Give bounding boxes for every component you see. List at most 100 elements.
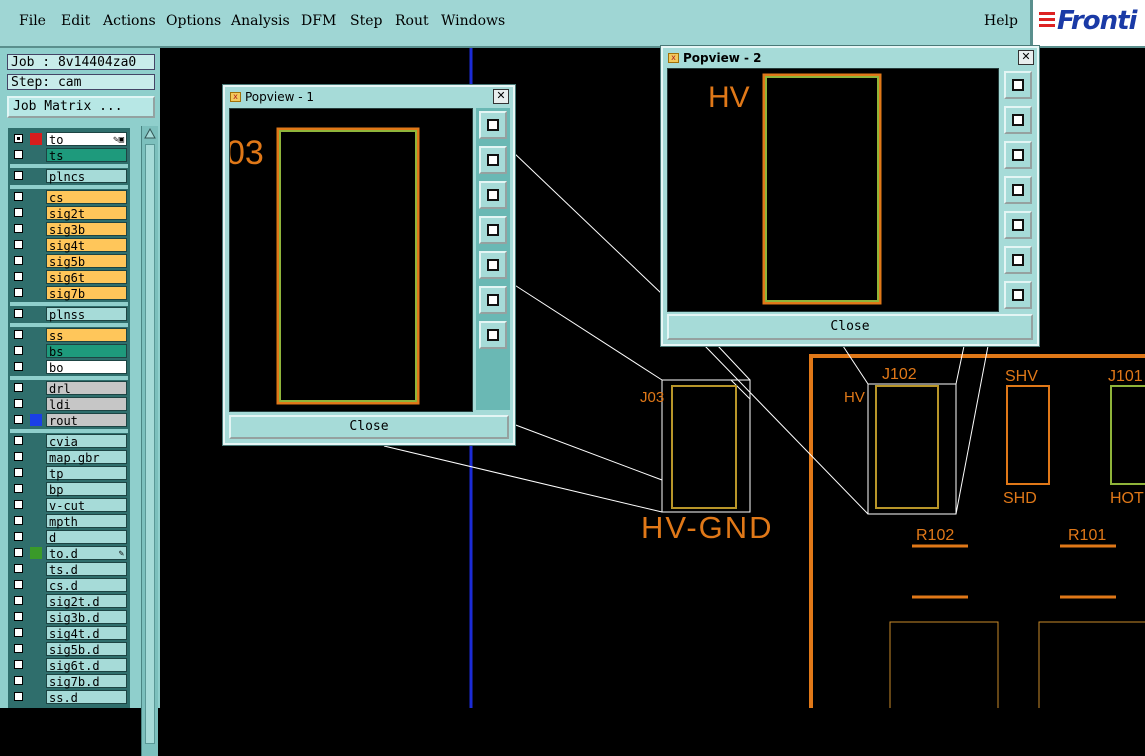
- job-matrix-button[interactable]: Job Matrix ...: [7, 96, 155, 118]
- layer-checkbox[interactable]: [14, 134, 23, 143]
- layer-checkbox[interactable]: [14, 309, 23, 318]
- layer-name[interactable]: sig6t: [46, 270, 127, 285]
- layer-name[interactable]: ts.d: [46, 562, 127, 577]
- layer-row[interactable]: mpth: [10, 514, 128, 529]
- layer-name[interactable]: tp: [46, 466, 127, 481]
- layer-name[interactable]: bs: [46, 344, 127, 359]
- layer-name[interactable]: ldi: [46, 397, 127, 412]
- layer-row[interactable]: plnss: [10, 307, 128, 322]
- pan-down-icon[interactable]: [1004, 141, 1032, 169]
- popview-2-close-button[interactable]: Close: [667, 314, 1033, 340]
- popview-2-viewport[interactable]: HV: [667, 68, 999, 312]
- layer-scrollbar[interactable]: [141, 126, 158, 756]
- pan-left-icon[interactable]: [1004, 176, 1032, 204]
- layer-name[interactable]: v-cut: [46, 498, 127, 513]
- layer-name[interactable]: ss.d: [46, 690, 127, 705]
- layer-name[interactable]: sig4t.d: [46, 626, 127, 641]
- layer-name[interactable]: mpth: [46, 514, 127, 529]
- layer-name[interactable]: to✎▣: [46, 132, 127, 147]
- menu-windows[interactable]: Windows: [441, 13, 506, 29]
- layer-row[interactable]: cvia: [10, 434, 128, 449]
- zoom-in-icon[interactable]: [1004, 246, 1032, 274]
- layer-row[interactable]: plncs: [10, 169, 128, 184]
- close-icon[interactable]: ✕: [1018, 50, 1034, 65]
- layer-name[interactable]: sig3b: [46, 222, 127, 237]
- pan-up-icon[interactable]: [479, 146, 507, 174]
- menu-step[interactable]: Step: [350, 13, 383, 29]
- layer-name[interactable]: drl: [46, 381, 127, 396]
- zoom-fit-icon[interactable]: [1004, 71, 1032, 99]
- layer-name[interactable]: rout: [46, 413, 127, 428]
- layer-row[interactable]: ldi: [10, 397, 128, 412]
- layer-row[interactable]: sig3b.d: [10, 610, 128, 625]
- layer-row[interactable]: sig2t.d: [10, 594, 128, 609]
- layer-checkbox[interactable]: [14, 628, 23, 637]
- layer-name[interactable]: sig3b.d: [46, 610, 127, 625]
- layer-row[interactable]: sig4t.d: [10, 626, 128, 641]
- layer-name[interactable]: cvia: [46, 434, 127, 449]
- layer-row[interactable]: sig5b.d: [10, 642, 128, 657]
- layer-row[interactable]: sig2t: [10, 206, 128, 221]
- layer-name[interactable]: cs: [46, 190, 127, 205]
- menu-dfm[interactable]: DFM: [301, 13, 337, 29]
- layer-row[interactable]: ts.d: [10, 562, 128, 577]
- layer-row[interactable]: ts: [10, 148, 128, 163]
- layer-name[interactable]: ss: [46, 328, 127, 343]
- layer-checkbox[interactable]: [14, 500, 23, 509]
- scroll-up-icon[interactable]: [144, 128, 156, 140]
- layer-checkbox[interactable]: [14, 580, 23, 589]
- layer-row[interactable]: to✎▣: [10, 132, 128, 147]
- layer-row[interactable]: sig4t: [10, 238, 128, 253]
- board-canvas[interactable]: J03 HV-GND HV J102 SHV SHD J101 HOT R102…: [0, 0, 1145, 708]
- layer-checkbox[interactable]: [14, 468, 23, 477]
- layer-row[interactable]: bo: [10, 360, 128, 375]
- popview-1-titlebar[interactable]: x Popview - 1: [227, 89, 511, 105]
- layer-name[interactable]: to.d✎: [46, 546, 127, 561]
- layer-row[interactable]: sig5b: [10, 254, 128, 269]
- popview-1-close-button[interactable]: Close: [229, 415, 509, 439]
- layer-name[interactable]: bp: [46, 482, 127, 497]
- layer-checkbox[interactable]: [14, 532, 23, 541]
- layer-checkbox[interactable]: [14, 596, 23, 605]
- layer-name[interactable]: map.gbr: [46, 450, 127, 465]
- layer-checkbox[interactable]: [14, 256, 23, 265]
- layer-name[interactable]: sig7b: [46, 286, 127, 301]
- popview-1-viewport[interactable]: 03: [226, 108, 473, 412]
- layer-row[interactable]: v-cut: [10, 498, 128, 513]
- layer-checkbox[interactable]: [14, 612, 23, 621]
- layer-checkbox[interactable]: [14, 272, 23, 281]
- menu-analysis[interactable]: Analysis: [231, 13, 290, 29]
- layer-row[interactable]: cs: [10, 190, 128, 205]
- layer-checkbox[interactable]: [14, 330, 23, 339]
- layer-name[interactable]: sig7b.d: [46, 674, 127, 689]
- layer-name[interactable]: sig5b: [46, 254, 127, 269]
- layer-name[interactable]: d: [46, 530, 127, 545]
- layer-row[interactable]: sig7b: [10, 286, 128, 301]
- layer-row[interactable]: map.gbr: [10, 450, 128, 465]
- layer-checkbox[interactable]: [14, 240, 23, 249]
- zoom-fit-icon[interactable]: [479, 111, 507, 139]
- pan-down-icon[interactable]: [479, 181, 507, 209]
- layer-checkbox[interactable]: [14, 692, 23, 701]
- layer-row[interactable]: sig6t.d: [10, 658, 128, 673]
- layer-name[interactable]: sig4t: [46, 238, 127, 253]
- menu-actions[interactable]: Actions: [103, 13, 156, 29]
- zoom-out-icon[interactable]: [479, 321, 507, 349]
- layer-name[interactable]: sig5b.d: [46, 642, 127, 657]
- layer-row[interactable]: cs.d: [10, 578, 128, 593]
- layer-row[interactable]: ss.d: [10, 690, 128, 705]
- layer-checkbox[interactable]: [14, 171, 23, 180]
- layer-name[interactable]: sig2t: [46, 206, 127, 221]
- layer-row[interactable]: ss: [10, 328, 128, 343]
- layer-checkbox[interactable]: [14, 516, 23, 525]
- menu-rout[interactable]: Rout: [395, 13, 429, 29]
- layer-row[interactable]: sig7b.d: [10, 674, 128, 689]
- pan-right-icon[interactable]: [1004, 211, 1032, 239]
- menu-options[interactable]: Options: [166, 13, 222, 29]
- pan-left-icon[interactable]: [479, 216, 507, 244]
- layer-row[interactable]: to.d✎: [10, 546, 128, 561]
- zoom-out-icon[interactable]: [1004, 281, 1032, 309]
- layer-checkbox[interactable]: [14, 452, 23, 461]
- layer-checkbox[interactable]: [14, 150, 23, 159]
- layer-checkbox[interactable]: [14, 415, 23, 424]
